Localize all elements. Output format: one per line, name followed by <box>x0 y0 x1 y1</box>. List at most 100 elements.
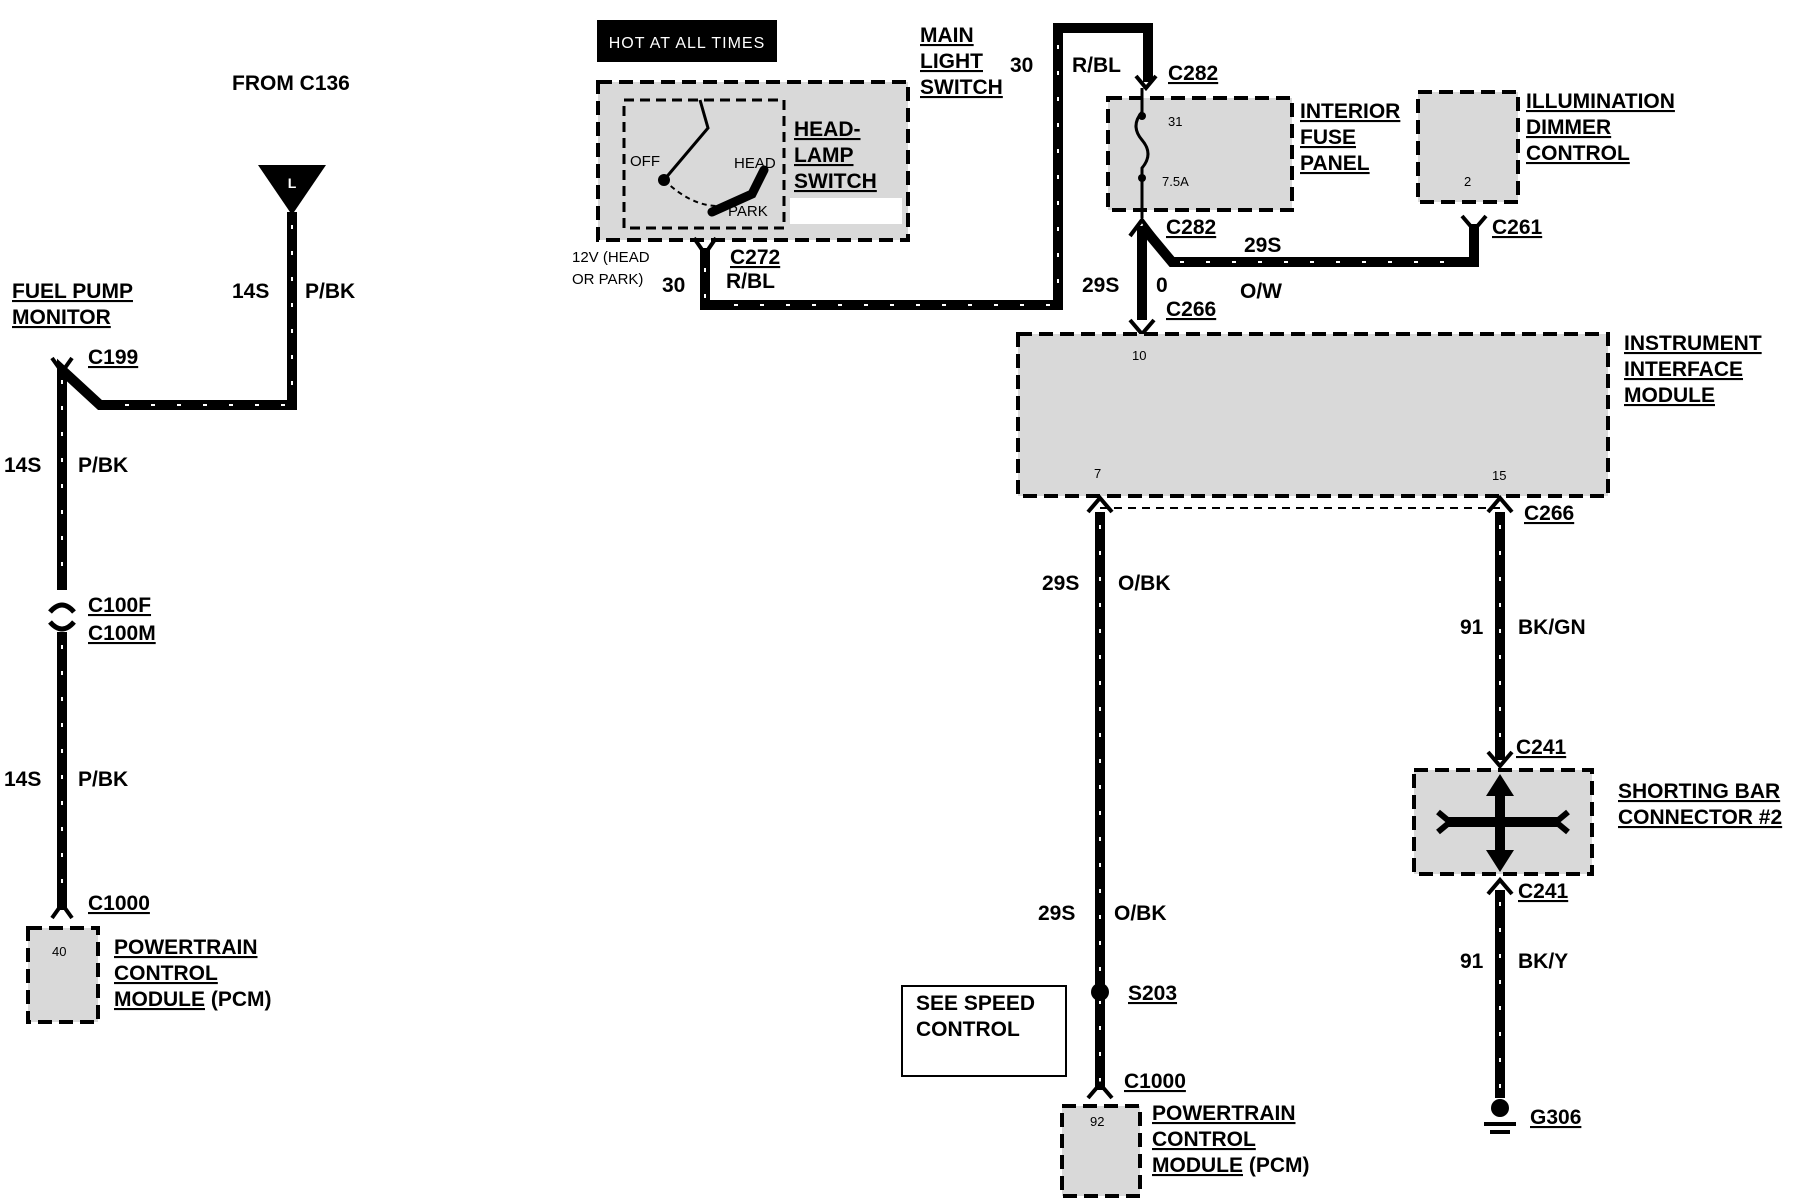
wire-gauge-label: 29S <box>1244 234 1281 257</box>
main-light-switch-label: MAIN <box>920 24 974 47</box>
headlamp-switch-label: SWITCH <box>794 170 877 193</box>
hot-at-all-times-label: HOT AT ALL TIMES <box>609 35 766 52</box>
see-speed-control-label: SEE SPEED <box>916 992 1035 1015</box>
ground-g306-icon <box>1484 1099 1516 1134</box>
connector-c266-top-mark <box>1128 318 1156 338</box>
wire-color-label: P/BK <box>78 768 128 791</box>
connector-c241-bottom-mark <box>1486 876 1514 896</box>
connector-c282-top-label: C282 <box>1168 62 1218 85</box>
wire-gauge-label: 29S <box>1042 572 1079 595</box>
wire-color-label: P/BK <box>305 280 355 303</box>
pcm-left-label: MODULE (PCM) <box>114 988 272 1011</box>
wire-gauge-label: 14S <box>232 280 269 303</box>
shorting-bar-connector-label: CONNECTOR #2 <box>1618 806 1782 829</box>
connector-c272-label: C272 <box>730 246 780 269</box>
switch-head-label: HEAD <box>734 155 776 172</box>
wire-14s-pbk-top <box>57 212 297 590</box>
connector-c282-bottom-mark <box>1128 216 1156 238</box>
illumination-pin: 2 <box>1464 174 1471 189</box>
connector-c100f-label: C100F <box>88 594 151 617</box>
12v-head-park-label: 12V (HEAD <box>572 249 650 266</box>
connector-c266-left-mark <box>1086 494 1114 514</box>
connector-c241-top-label: C241 <box>1516 736 1567 759</box>
from-c136-label: FROM C136 <box>232 72 350 95</box>
connector-c261-mark <box>1460 214 1488 234</box>
connector-c1000-right-label: C1000 <box>1124 1070 1186 1093</box>
pcm-left-label: CONTROL <box>114 962 218 985</box>
fuel-pump-monitor-label: MONITOR <box>12 306 111 329</box>
illumination-dimmer-label: ILLUMINATION <box>1526 90 1675 113</box>
splice-s203-label: S203 <box>1128 982 1177 1005</box>
wire-gauge-label: 91 <box>1460 950 1484 973</box>
pcm-right-label: CONTROL <box>1152 1128 1256 1151</box>
wire-color-label: O/BK <box>1114 902 1167 925</box>
interior-fuse-panel-label: FUSE <box>1300 126 1356 149</box>
see-speed-control-box <box>901 985 1067 1077</box>
connector-c266-top-label: C266 <box>1166 298 1216 321</box>
interior-fuse-panel-box <box>1106 96 1294 212</box>
terminal-l-triangle <box>258 165 326 215</box>
connector-c241-top-mark <box>1486 750 1514 770</box>
connector-c266-bottom-label: C266 <box>1524 502 1574 525</box>
connector-c272-mark <box>692 236 718 258</box>
connector-c261-label: C261 <box>1492 216 1543 239</box>
wire-gauge-label: 14S <box>4 768 41 791</box>
wire-gauge-label: 29S <box>1038 902 1075 925</box>
instrument-interface-module-label: INSTRUMENT <box>1624 332 1762 355</box>
switch-lever <box>662 99 710 181</box>
pcm-left-box <box>26 926 100 1024</box>
interior-fuse-panel-label: PANEL <box>1300 152 1370 175</box>
connector-c282-top-mark <box>1134 74 1158 92</box>
pcm-right-box <box>1060 1104 1142 1198</box>
headlamp-switch-blank <box>790 198 902 224</box>
wire-color-label: BK/GN <box>1518 616 1586 639</box>
fuse-rating-label: 7.5A <box>1162 174 1189 189</box>
switch-contact <box>707 165 769 217</box>
illumination-dimmer-label: CONTROL <box>1526 142 1630 165</box>
pcm-left-label: POWERTRAIN <box>114 936 258 959</box>
wire-circuit-label: 0 <box>1156 274 1168 297</box>
headlamp-switch-inner <box>622 98 786 230</box>
wire-color-label: P/BK <box>78 454 128 477</box>
pcm-left-pin: 40 <box>52 944 66 959</box>
connector-c241-bottom-label: C241 <box>1518 880 1569 903</box>
fuse-31-label: 31 <box>1168 114 1182 129</box>
pcm-right-pin: 92 <box>1090 1114 1104 1129</box>
switch-arc <box>663 179 717 207</box>
instrument-interface-module-label: MODULE <box>1624 384 1715 407</box>
illumination-dimmer-box <box>1416 90 1520 204</box>
interior-fuse-panel-label: INTERIOR <box>1300 100 1400 123</box>
switch-park-label: PARK <box>728 203 768 220</box>
iim-pin-15: 15 <box>1492 468 1506 483</box>
pcm-right-label: POWERTRAIN <box>1152 1102 1296 1125</box>
connector-c1000-left-mark <box>50 900 74 920</box>
instrument-interface-module-box <box>1016 332 1610 498</box>
wire-color-label: O/W <box>1240 280 1282 303</box>
connector-c266-right-mark <box>1486 494 1514 514</box>
connector-c1000-left-label: C1000 <box>88 892 150 915</box>
wire-gauge-label: 14S <box>4 454 41 477</box>
main-light-switch-label: LIGHT <box>920 50 983 73</box>
wire-gauge-label: 29S <box>1082 274 1119 297</box>
wire-color-label: O/BK <box>1118 572 1171 595</box>
connector-c1000-right-mark <box>1086 1080 1114 1100</box>
headlamp-switch-label: LAMP <box>794 144 854 167</box>
splice-s203 <box>1091 983 1109 1001</box>
wire-gauge-label: 30 <box>1010 54 1033 77</box>
iim-pin-10: 10 <box>1132 348 1146 363</box>
wire-color-label: BK/Y <box>1518 950 1568 973</box>
hot-at-all-times-box <box>597 20 777 62</box>
12v-head-park-label: OR PARK) <box>572 271 643 288</box>
switch-off-label: OFF <box>630 153 660 170</box>
connector-c100-mark <box>48 602 76 632</box>
fuse-element <box>1134 88 1150 218</box>
terminal-l-label: L <box>288 175 297 191</box>
connector-c282-bottom-label: C282 <box>1166 216 1216 239</box>
iim-pin-7: 7 <box>1094 466 1101 481</box>
instrument-interface-module-label: INTERFACE <box>1624 358 1743 381</box>
wire-color-label: R/BL <box>726 270 775 293</box>
illumination-dimmer-label: DIMMER <box>1526 116 1611 139</box>
headlamp-switch-label: HEAD- <box>794 118 861 141</box>
wire-29s-ow <box>1138 222 1479 267</box>
